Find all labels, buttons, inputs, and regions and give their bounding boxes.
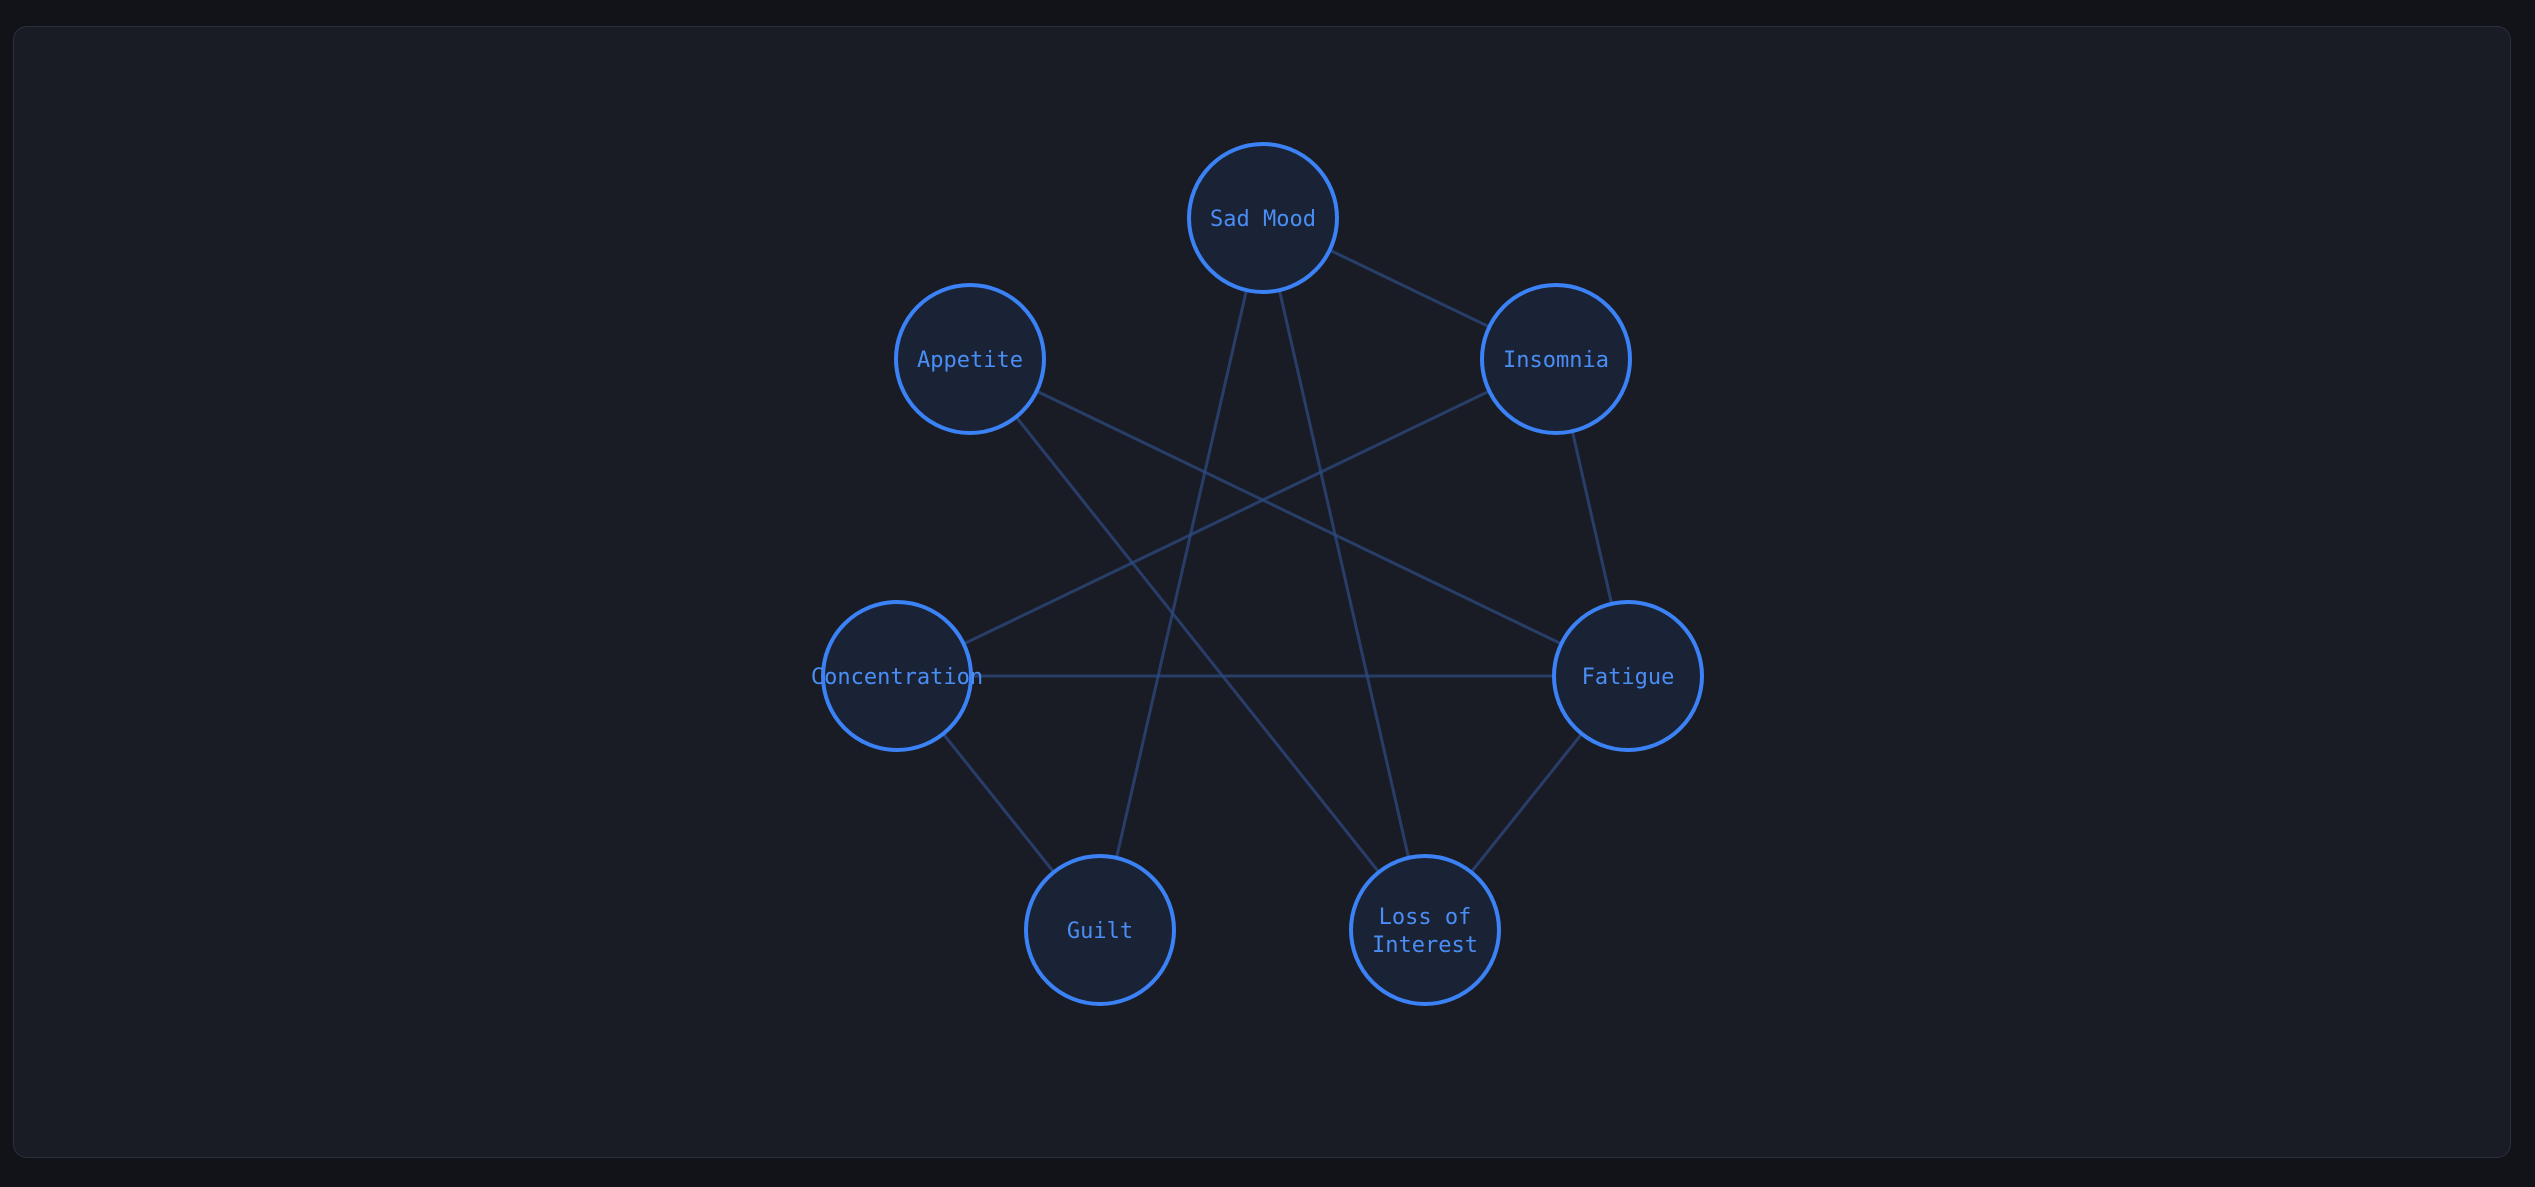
node-label: Loss of bbox=[1379, 905, 1472, 930]
node-insomnia[interactable]: Insomnia bbox=[1480, 283, 1632, 435]
node-circle bbox=[894, 283, 1046, 435]
node-circle bbox=[1349, 854, 1501, 1006]
edge-sad-mood-guilt bbox=[1098, 217, 1265, 931]
node-loss-of-interest[interactable]: Loss of Interest bbox=[1349, 854, 1501, 1006]
node-label: Concentration bbox=[811, 665, 983, 690]
node-label: Sad Mood bbox=[1210, 207, 1316, 232]
node-label: Interest bbox=[1372, 933, 1478, 958]
node-label: Guilt bbox=[1067, 919, 1133, 944]
edge-insomnia-concentration bbox=[896, 357, 1557, 678]
node-sad-mood[interactable]: Sad Mood bbox=[1187, 142, 1339, 294]
edge-loss-of-interest-appetite bbox=[968, 358, 1427, 931]
node-label: Appetite bbox=[917, 348, 1023, 373]
node-fatigue[interactable]: Fatigue bbox=[1552, 600, 1704, 752]
node-circle bbox=[821, 600, 973, 752]
edge-fatigue-appetite bbox=[969, 357, 1629, 678]
node-guilt[interactable]: Guilt bbox=[1024, 854, 1176, 1006]
node-circle bbox=[1187, 142, 1339, 294]
node-concentration[interactable]: Concentration bbox=[811, 600, 983, 752]
node-appetite[interactable]: Appetite bbox=[894, 283, 1046, 435]
node-circle bbox=[1480, 283, 1632, 435]
node-label: Insomnia bbox=[1503, 348, 1609, 373]
node-label: Fatigue bbox=[1582, 665, 1675, 690]
edge-sad-mood-loss-of-interest bbox=[1261, 217, 1427, 931]
node-circle bbox=[1024, 854, 1176, 1006]
node-circle bbox=[1552, 600, 1704, 752]
